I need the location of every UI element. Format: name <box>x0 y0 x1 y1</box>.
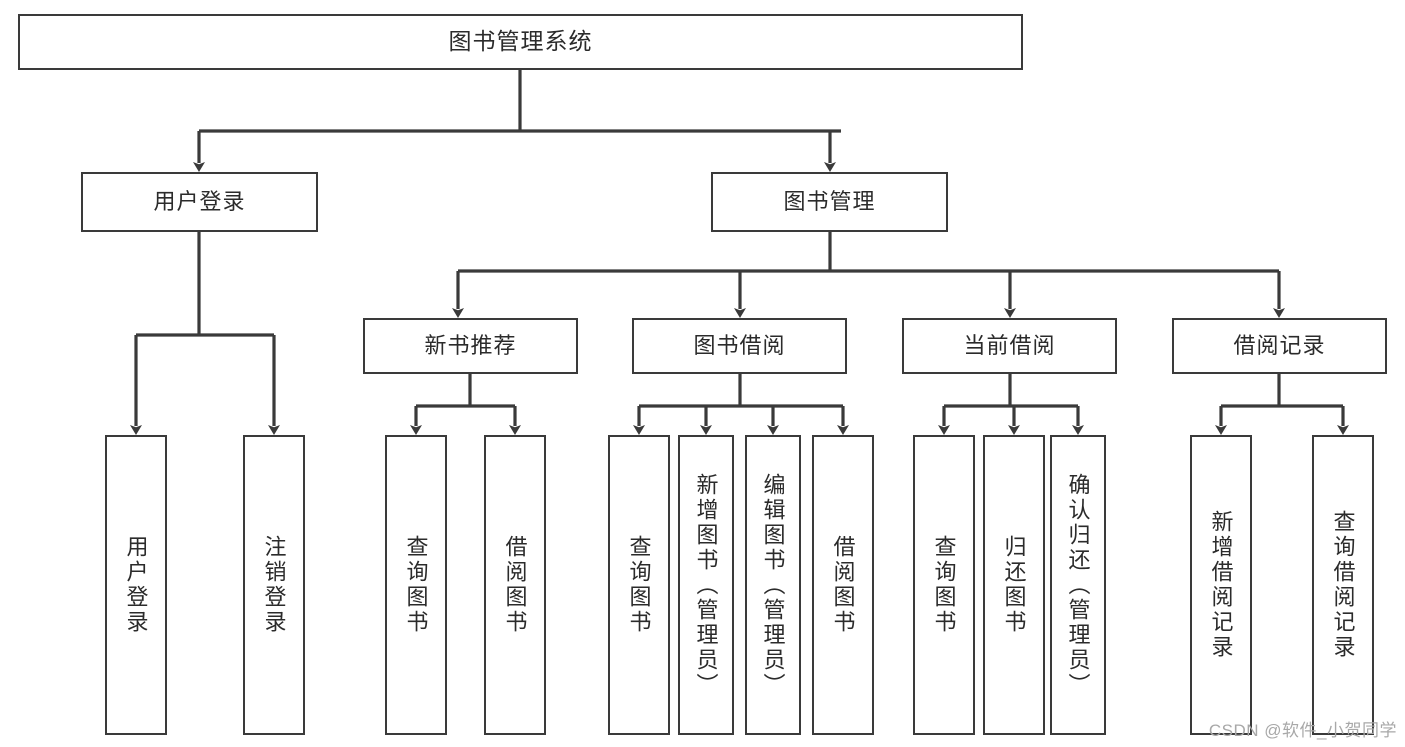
node-leaf-query-book-1-label: 查询图书 <box>403 535 429 635</box>
watermark: CSDN @软件_小贺同学 <box>1208 721 1397 740</box>
node-borrow-record[interactable]: 借阅记录 <box>1172 318 1387 374</box>
node-book-borrow[interactable]: 图书借阅 <box>632 318 847 374</box>
node-leaf-edit-book-label: 编辑图书（管理员） <box>760 472 786 698</box>
node-current-borrow[interactable]: 当前借阅 <box>902 318 1117 374</box>
node-book-borrow-label: 图书借阅 <box>693 332 786 358</box>
node-leaf-user-logout-label: 注销登录 <box>261 535 287 635</box>
node-leaf-query-record[interactable]: 查询借阅记录 <box>1312 435 1374 735</box>
node-leaf-query-book-2[interactable]: 查询图书 <box>608 435 670 735</box>
node-leaf-query-book-2-label: 查询图书 <box>626 535 652 635</box>
node-book-manage-label: 图书管理 <box>783 188 876 214</box>
node-leaf-user-logout[interactable]: 注销登录 <box>243 435 305 735</box>
node-leaf-return-book-label: 归还图书 <box>1001 535 1027 635</box>
node-leaf-borrow-book-1-label: 借阅图书 <box>502 535 528 635</box>
node-leaf-confirm-return-label: 确认归还（管理员） <box>1065 472 1091 698</box>
node-borrow-record-label: 借阅记录 <box>1233 332 1326 358</box>
node-leaf-query-record-label: 查询借阅记录 <box>1330 510 1356 660</box>
node-user-login-label: 用户登录 <box>153 188 246 214</box>
node-user-login[interactable]: 用户登录 <box>81 172 318 232</box>
node-leaf-add-book[interactable]: 新增图书（管理员） <box>678 435 734 735</box>
node-root[interactable]: 图书管理系统 <box>18 14 1023 70</box>
node-leaf-query-book-1[interactable]: 查询图书 <box>385 435 447 735</box>
node-leaf-query-book-3-label: 查询图书 <box>931 535 957 635</box>
node-root-label: 图书管理系统 <box>448 28 593 55</box>
node-leaf-return-book[interactable]: 归还图书 <box>983 435 1045 735</box>
node-leaf-add-record-label: 新增借阅记录 <box>1208 510 1234 660</box>
node-book-manage[interactable]: 图书管理 <box>711 172 948 232</box>
node-leaf-query-book-3[interactable]: 查询图书 <box>913 435 975 735</box>
node-leaf-add-book-label: 新增图书（管理员） <box>693 472 719 698</box>
node-new-book-recommend-label: 新书推荐 <box>424 332 517 358</box>
node-leaf-borrow-book-2[interactable]: 借阅图书 <box>812 435 874 735</box>
node-leaf-add-record[interactable]: 新增借阅记录 <box>1190 435 1252 735</box>
node-leaf-edit-book[interactable]: 编辑图书（管理员） <box>745 435 801 735</box>
node-current-borrow-label: 当前借阅 <box>963 332 1056 358</box>
node-leaf-user-login-label: 用户登录 <box>123 535 149 635</box>
node-leaf-confirm-return[interactable]: 确认归还（管理员） <box>1050 435 1106 735</box>
node-leaf-borrow-book-1[interactable]: 借阅图书 <box>484 435 546 735</box>
node-new-book-recommend[interactable]: 新书推荐 <box>363 318 578 374</box>
node-leaf-user-login[interactable]: 用户登录 <box>105 435 167 735</box>
node-leaf-borrow-book-2-label: 借阅图书 <box>830 535 856 635</box>
